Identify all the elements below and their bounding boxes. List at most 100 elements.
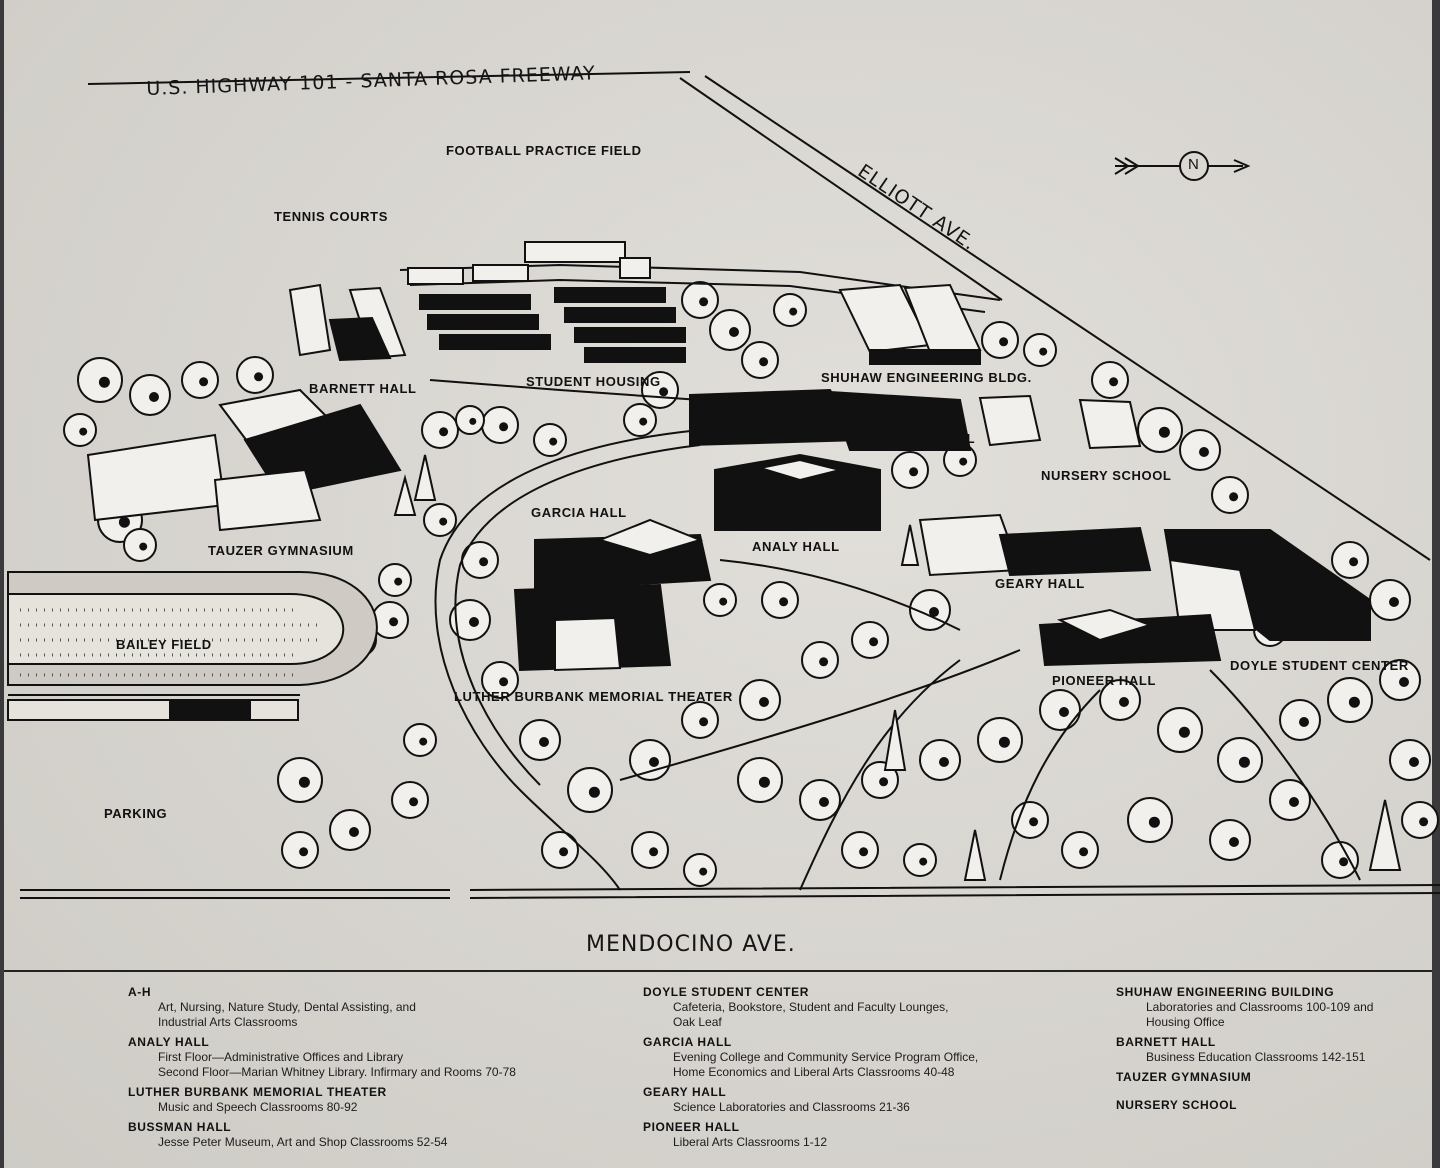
tree-shadow bbox=[1178, 726, 1190, 738]
tree-shadow bbox=[79, 427, 88, 436]
highway-edge-line bbox=[87, 71, 691, 85]
tree-shadow bbox=[499, 677, 509, 687]
legend-entry-line: Liberal Arts Classrooms 1-12 bbox=[673, 1135, 828, 1149]
housing-row bbox=[584, 347, 686, 363]
doyle-student-center-label: DOYLE STUDENT CENTER bbox=[1230, 658, 1409, 673]
compass-letter: N bbox=[1188, 156, 1200, 173]
legend-entry-line: Business Education Classrooms 142-151 bbox=[1146, 1050, 1366, 1064]
tennis-courts-label: TENNIS COURTS bbox=[274, 209, 388, 224]
bailey-field-label: BAILEY FIELD bbox=[116, 637, 212, 652]
tree-shadow bbox=[1199, 447, 1209, 457]
garcia-hall-roof bbox=[596, 518, 704, 557]
tree-shadow bbox=[254, 372, 264, 382]
tree-shadow bbox=[1289, 797, 1299, 807]
field-boundary bbox=[429, 379, 701, 401]
campus-map-drawing bbox=[7, 71, 1440, 899]
pine-tree bbox=[963, 829, 987, 881]
doyle-student-center-roof bbox=[1168, 558, 1257, 631]
tree-shadow bbox=[759, 697, 769, 707]
tree-shadow bbox=[649, 757, 659, 767]
housing-roof bbox=[472, 264, 529, 282]
legend-entry-line: Art, Nursing, Nature Study, Dental Assis… bbox=[158, 1000, 416, 1014]
barnett-hall-roof bbox=[328, 316, 392, 362]
tree-shadow bbox=[1059, 707, 1069, 717]
tree-shadow bbox=[789, 307, 798, 316]
mendocino-ave-label: MENDOCINO AVE. bbox=[586, 932, 796, 957]
tree-shadow bbox=[349, 827, 359, 837]
pine-tree bbox=[900, 524, 920, 566]
tree-shadow bbox=[929, 607, 939, 617]
nursery-school-2 bbox=[1078, 398, 1142, 450]
tree-shadow bbox=[1229, 492, 1239, 502]
legend-entry-line: First Floor—Administrative Offices and L… bbox=[158, 1050, 404, 1064]
tree-shadow bbox=[819, 657, 829, 667]
analy-hall-roof bbox=[759, 458, 841, 482]
student-housing bbox=[419, 287, 686, 363]
shuhaw-engineering-bldg bbox=[838, 283, 982, 365]
campus-loop-road-inner bbox=[454, 444, 701, 786]
housing-row bbox=[574, 327, 686, 343]
tree-shadow bbox=[1348, 696, 1360, 708]
housing-roof bbox=[619, 257, 651, 279]
football-practice-field-label: FOOTBALL PRACTICE FIELD bbox=[446, 143, 642, 158]
compass-circle bbox=[1179, 151, 1209, 181]
tree-shadow bbox=[1299, 717, 1309, 727]
tree-shadow bbox=[1399, 677, 1409, 687]
legend-entry-line: Home Economics and Liberal Arts Classroo… bbox=[673, 1065, 955, 1079]
legend-entry: TAUZER GYMNASIUM bbox=[1116, 1069, 1373, 1085]
tree-shadow bbox=[588, 786, 600, 798]
analy-hall bbox=[714, 453, 881, 531]
tree-shadow bbox=[1039, 347, 1048, 356]
pine-tree bbox=[413, 454, 437, 501]
tree-shadow bbox=[199, 377, 209, 387]
walkway-5 bbox=[719, 559, 961, 631]
pioneer-hall-roof bbox=[1056, 608, 1154, 642]
tree-shadow bbox=[139, 542, 148, 551]
tree-shadow bbox=[998, 736, 1010, 748]
tree-shadow bbox=[389, 617, 399, 627]
tree-shadow bbox=[819, 797, 829, 807]
buildings bbox=[86, 241, 1371, 672]
tree-shadow bbox=[1119, 697, 1129, 707]
shuhaw-engineering-label: SHUHAW ENGINEERING BLDG. bbox=[821, 370, 1032, 385]
geary-hall-wing bbox=[998, 526, 1152, 577]
housing-row bbox=[554, 287, 666, 303]
tauzer-gym-main bbox=[86, 433, 227, 522]
tree-shadow bbox=[549, 437, 558, 446]
tree-shadow bbox=[1229, 837, 1239, 847]
tree-shadow bbox=[1238, 756, 1250, 768]
student-housing-label: STUDENT HOUSING bbox=[526, 374, 661, 389]
pine-tree bbox=[393, 474, 417, 516]
parking-label: PARKING bbox=[104, 806, 168, 821]
tree-shadow bbox=[419, 737, 428, 746]
bailey-field bbox=[7, 571, 378, 721]
tree-shadow bbox=[759, 357, 769, 367]
geary-hall-label: GEARY HALL bbox=[995, 576, 1085, 591]
tree-shadow bbox=[1389, 597, 1399, 607]
legend-entry-title: PIONEER HALL bbox=[643, 1120, 740, 1134]
legend-divider bbox=[4, 970, 1432, 972]
tree-shadow bbox=[779, 597, 789, 607]
tree-shadow bbox=[939, 757, 949, 767]
pine-tree bbox=[1368, 799, 1402, 871]
legend-entry-line: Music and Speech Classrooms 80-92 bbox=[158, 1100, 358, 1114]
tree-shadow bbox=[959, 457, 968, 466]
tree-shadow bbox=[1158, 426, 1170, 438]
tree-shadow bbox=[1339, 857, 1349, 867]
tree-shadow bbox=[98, 376, 110, 388]
housing-row bbox=[427, 314, 539, 330]
tree-shadow bbox=[439, 517, 448, 526]
grandstand bbox=[7, 699, 299, 721]
barnett-hall-label: BARNETT HALL bbox=[309, 381, 417, 396]
tree-shadow bbox=[499, 422, 509, 432]
walkway-3 bbox=[999, 689, 1101, 881]
tree-shadow bbox=[149, 392, 159, 402]
legend-entry-line: Industrial Arts Classrooms bbox=[158, 1015, 298, 1029]
tree-shadow bbox=[649, 847, 659, 857]
